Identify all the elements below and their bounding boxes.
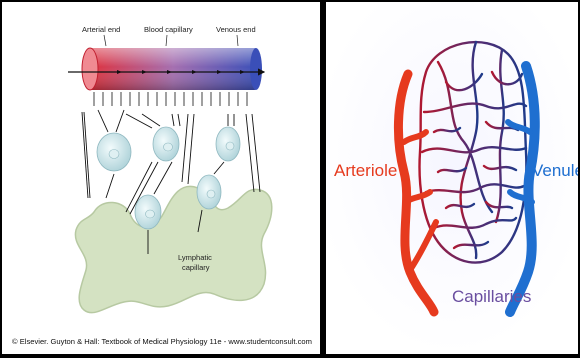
figure-caption: © Elsevier. Guyton & Hall: Textbook of M… bbox=[12, 337, 312, 346]
cell bbox=[135, 195, 161, 229]
venous-end-label: Venous end bbox=[216, 25, 256, 34]
cell bbox=[153, 127, 179, 161]
capillaries-label: Capillaries bbox=[452, 287, 531, 306]
blood-capillary-tube bbox=[82, 48, 262, 90]
filtration-arrows bbox=[94, 92, 247, 106]
label-arrows bbox=[104, 35, 238, 46]
lymphatic-label-line2: capillary bbox=[182, 263, 210, 272]
arteriole-label: Arteriole bbox=[334, 161, 397, 180]
capillary-bed-illustration: Arteriole Venule Capillaries bbox=[326, 2, 578, 354]
venule-label: Venule bbox=[532, 161, 578, 180]
cell bbox=[216, 127, 240, 161]
cell bbox=[97, 133, 131, 171]
capillary-bed-figure: Arteriole Venule Capillaries bbox=[326, 2, 578, 354]
lymphatic-capillary bbox=[75, 186, 271, 312]
guyton-capillary-diagram: Arterial end Blood capillary Venous end bbox=[2, 2, 320, 354]
capillary-exchange-figure: Arterial end Blood capillary Venous end bbox=[2, 2, 320, 354]
blood-capillary-label: Blood capillary bbox=[144, 25, 193, 34]
cell bbox=[197, 175, 221, 209]
lymphatic-label-line1: Lymphatic bbox=[178, 253, 212, 262]
arterial-end-label: Arterial end bbox=[82, 25, 120, 34]
